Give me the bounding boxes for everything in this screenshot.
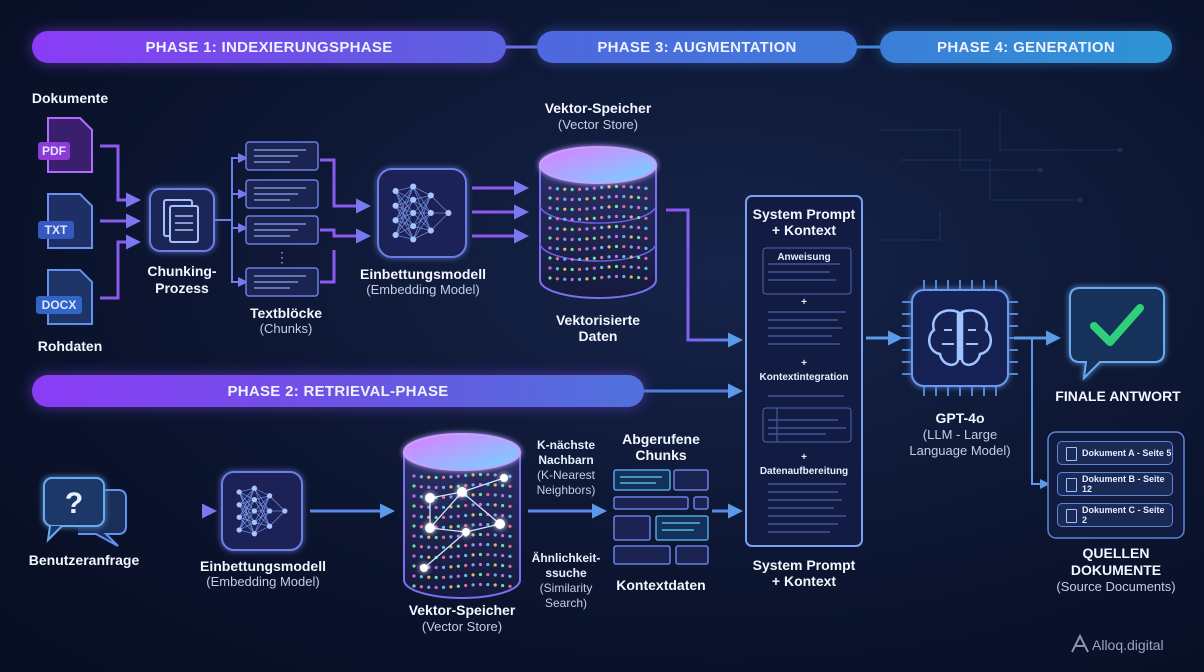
vector-store-bottom-sub: (Vector Store)	[421, 619, 503, 634]
source-doc-c: Dokument C - Seite 2	[1057, 503, 1173, 527]
phase-1-label: PHASE 1: INDEXIERUNGSPHASE	[145, 38, 393, 56]
knn-label-3: (K-Nearest	[536, 468, 595, 482]
knn-label-4: Neighbors)	[536, 483, 596, 497]
prompt-footer-1: System Prompt	[752, 557, 856, 573]
text-chunks-stack: ⋮	[245, 141, 319, 297]
prompt-title-2: + Kontext	[771, 222, 837, 238]
embedding-bottom-title: Einbettungsmodell	[200, 558, 326, 574]
embedding-bottom-sub: (Embedding Model)	[206, 574, 320, 589]
sources-sub: (Source Documents)	[1056, 579, 1176, 594]
llm-chip-brain-icon	[902, 280, 1018, 396]
embedding-top-title: Einbettungsmodell	[360, 266, 486, 282]
phase-1-bar: PHASE 1: INDEXIERUNGSPHASE	[32, 31, 506, 63]
phase-4-bar: PHASE 4: GENERATION	[880, 31, 1172, 63]
embedding-model-bottom-icon	[221, 471, 303, 551]
chunking-label-2: Prozess	[155, 280, 209, 296]
source-doc-a: Dokument A - Seite 5	[1057, 441, 1173, 465]
chunking-process-icon	[149, 188, 215, 252]
embedding-top-sub: (Embedding Model)	[366, 282, 480, 297]
pdf-document-icon	[38, 117, 93, 173]
llm-to-sources-arrow	[1031, 338, 1050, 489]
context-data-label: Kontextdaten	[616, 577, 706, 593]
document-icon	[1066, 509, 1077, 523]
circuit-background	[880, 110, 1123, 241]
vector-store-cylinder-icon	[539, 146, 657, 299]
knn-label-2: Nachbarn	[538, 453, 594, 467]
textblocks-sub: (Chunks)	[259, 321, 313, 336]
brand-logo-icon	[1071, 633, 1089, 653]
vector-store-bottom-cylinder-icon	[403, 433, 521, 599]
llm-sub-1: (LLM - Large	[922, 427, 998, 442]
vector-store-top-title: Vektor-Speicher	[544, 100, 652, 116]
source-doc-a-label: Dokument A - Seite 5	[1082, 448, 1172, 458]
document-icon	[1066, 447, 1077, 461]
chunking-label-1: Chunking-	[147, 263, 217, 279]
txt-document-icon	[38, 193, 93, 249]
prompt-plus-2: +	[801, 358, 807, 369]
prompt-instruction: Anweisung	[777, 252, 831, 263]
phase-4-label: PHASE 4: GENERATION	[937, 38, 1115, 56]
source-doc-b: Dokument B - Seite 12	[1057, 472, 1173, 496]
prompt-plus-3: +	[801, 452, 807, 463]
source-doc-b-label: Dokument B - Seite 12	[1082, 474, 1165, 494]
docx-badge: DOCX	[41, 298, 77, 312]
vectorized-data-2: Daten	[578, 328, 618, 344]
user-query-label: Benutzeranfrage	[28, 552, 140, 568]
knn-label-1: K-nächste	[536, 438, 595, 452]
documents-title: Dokumente	[31, 90, 109, 106]
similarity-label-2: ssuche	[545, 566, 587, 580]
raw-data-label: Rohdaten	[37, 338, 103, 354]
similarity-label-1: Ähnlichkeit-	[531, 551, 601, 565]
svg-text:?: ?	[65, 487, 83, 520]
llm-sub-2: Language Model)	[909, 443, 1011, 458]
vectorized-data-1: Vektorisierte	[555, 312, 641, 328]
document-icon	[1066, 478, 1077, 492]
prompt-footer-2: + Kontext	[771, 573, 837, 589]
chunks-to-embedding-arrows	[320, 158, 371, 284]
prompt-plus-1: +	[801, 297, 807, 308]
phase-2-label: PHASE 2: RETRIEVAL-PHASE	[227, 382, 449, 400]
prompt-data-preparation: Datenaufbereitung	[759, 466, 849, 477]
embedding-to-store-arrows	[472, 180, 529, 244]
phase-3-bar: PHASE 3: AUGMENTATION	[537, 31, 857, 63]
chunking-branch-lines	[214, 153, 248, 287]
phase-2-bar: PHASE 2: RETRIEVAL-PHASE	[32, 375, 644, 407]
docs-to-chunking-arrows	[100, 144, 141, 300]
retrieved-chunks-title-2: Chunks	[635, 447, 687, 463]
ellipsis: ⋮	[275, 249, 289, 265]
retrieved-chunks-title-1: Abgerufene	[622, 431, 700, 447]
sources-title-1: QUELLEN	[1082, 545, 1150, 561]
textblocks-title: Textblöcke	[249, 305, 323, 321]
similarity-label-4: Search)	[544, 596, 588, 610]
docx-document-icon	[36, 269, 93, 325]
vector-store-bottom-title: Vektor-Speicher	[408, 602, 516, 618]
final-answer-check-icon	[1069, 287, 1165, 381]
final-answer-label: FINALE ANTWORT	[1055, 388, 1181, 404]
prompt-title-1: System Prompt	[752, 206, 856, 222]
txt-badge: TXT	[44, 223, 68, 237]
similarity-label-3: (Similarity	[539, 581, 593, 595]
vector-store-top-sub: (Vector Store)	[557, 117, 639, 132]
retrieved-chunks-icon	[613, 469, 709, 565]
prompt-panel	[745, 195, 863, 547]
sources-title-2: DOKUMENTE	[1070, 562, 1162, 578]
llm-title: GPT-4o	[935, 410, 985, 426]
store-to-prompt-arrow	[666, 208, 743, 348]
embedding-model-icon	[377, 168, 467, 258]
source-doc-c-label: Dokument C - Seite 2	[1082, 505, 1165, 525]
question-bubble-icon: ?	[43, 477, 127, 547]
prompt-context-integration: Kontextintegration	[759, 372, 849, 383]
brand-name: Alloq.digital	[1092, 637, 1164, 653]
phase-3-label: PHASE 3: AUGMENTATION	[597, 38, 797, 56]
pdf-badge: PDF	[42, 144, 66, 158]
